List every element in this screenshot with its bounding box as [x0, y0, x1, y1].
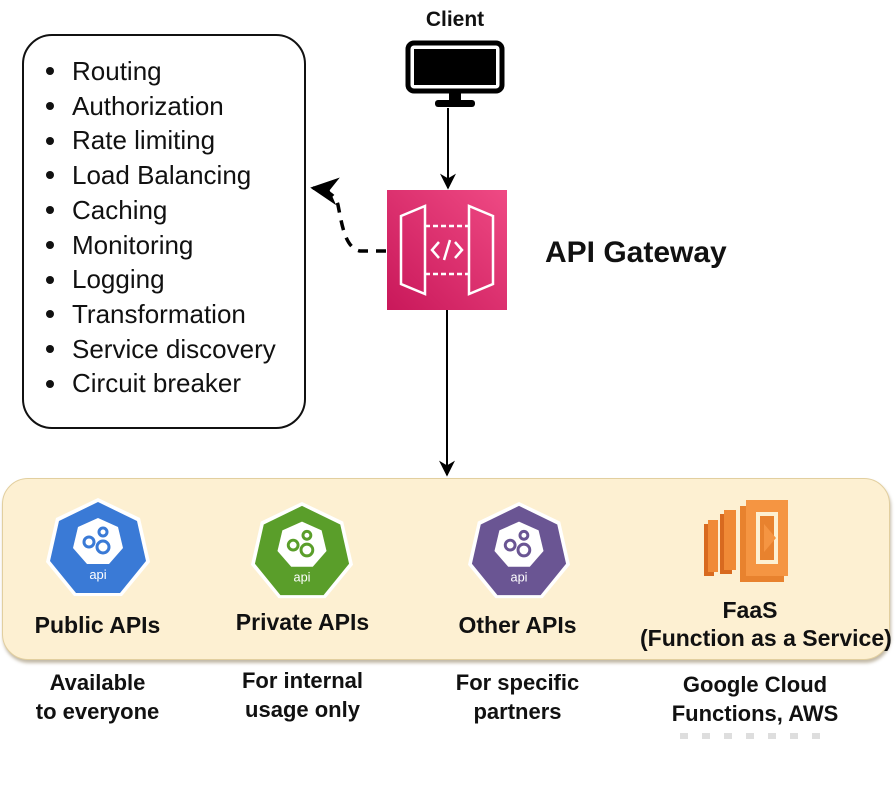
- gears-icon: [286, 529, 315, 558]
- feature-item: Rate limiting: [42, 123, 276, 158]
- heptagon-badge: [46, 498, 150, 596]
- bullet-icon: [46, 379, 54, 388]
- desc-line: Google Cloud: [682, 672, 828, 697]
- private-apis-desc: For internal usage only: [220, 666, 385, 724]
- api-gateway-icon: [387, 190, 507, 310]
- gateway-features-box: Routing Authorization Rate limiting Load…: [22, 34, 306, 429]
- feature-item: Monitoring: [42, 228, 276, 263]
- gateway-to-features-dashed-arrow: [310, 177, 386, 253]
- feature-item: Routing: [42, 54, 276, 89]
- private-apis-title: Private APIs: [235, 609, 370, 635]
- bullet-icon: [46, 310, 54, 319]
- other-apis-title: Other APIs: [458, 612, 577, 638]
- bullet-icon: [46, 275, 54, 284]
- private-api-icon: api: [251, 501, 353, 599]
- faas-title: FaaS (Function as a Service): [640, 596, 892, 652]
- desc-line: usage only: [245, 697, 360, 722]
- faas-desc: Google Cloud Functions, AWS: [660, 670, 850, 728]
- public-apis-desc: Available to everyone: [15, 668, 180, 726]
- gears-icon: [82, 526, 111, 555]
- public-api-icon: api: [46, 498, 150, 596]
- cropped-text-remnant: [680, 733, 820, 739]
- bullet-icon: [46, 102, 54, 111]
- public-apis-title: Public APIs: [34, 612, 161, 638]
- bullet-icon: [46, 67, 54, 76]
- desc-line: partners: [473, 699, 562, 724]
- lambda-icon: [704, 500, 788, 582]
- bullet-icon: [46, 206, 54, 215]
- faas-title-line: FaaS: [722, 597, 778, 623]
- bullet-icon: [46, 171, 54, 180]
- desc-line: For specific: [455, 670, 580, 695]
- bullet-icon: [46, 344, 54, 353]
- desc-line: to everyone: [35, 699, 160, 724]
- api-icon-text: api: [89, 567, 106, 582]
- feature-item: Logging: [42, 262, 276, 297]
- faas-subtitle: (Function as a Service): [640, 625, 892, 651]
- bullet-icon: [46, 240, 54, 249]
- desc-line: Functions, AWS: [671, 701, 839, 726]
- api-icon-text: api: [293, 569, 310, 584]
- feature-item: Authorization: [42, 89, 276, 124]
- other-api-icon: api: [468, 501, 570, 599]
- api-icon-text: api: [510, 569, 527, 584]
- bullet-icon: [46, 136, 54, 145]
- feature-item: Transformation: [42, 297, 276, 332]
- desc-line: For internal: [241, 668, 363, 693]
- features-list: Routing Authorization Rate limiting Load…: [42, 54, 276, 401]
- api-gateway-label: API Gateway: [545, 236, 727, 269]
- client-label: Client: [425, 8, 485, 31]
- feature-item: Load Balancing: [42, 158, 276, 193]
- monitor-icon: [405, 40, 505, 107]
- desc-line: Available: [49, 670, 146, 695]
- feature-item: Service discovery: [42, 332, 276, 367]
- feature-item: Caching: [42, 193, 276, 228]
- other-apis-desc: For specific partners: [435, 668, 600, 726]
- gears-icon: [503, 529, 532, 558]
- feature-item: Circuit breaker: [42, 366, 276, 401]
